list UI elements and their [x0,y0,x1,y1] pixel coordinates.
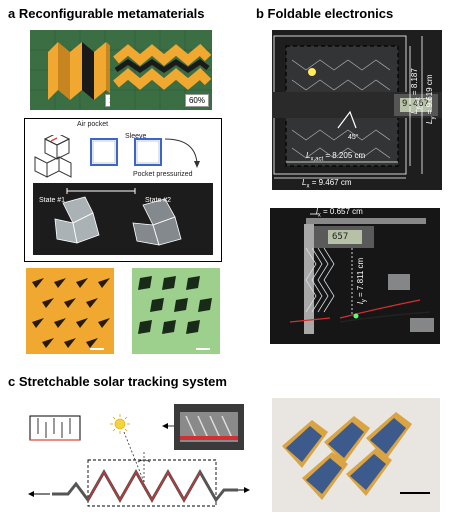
solar-tracking-schematic [24,400,250,510]
sleeve-label: Sleeve [125,133,147,140]
ly-act-symbol: L [410,109,419,114]
angle-label: 45° [348,134,359,141]
ly-small-value: = 7.811 cm [356,257,365,297]
green-kirigami-pattern [132,268,220,354]
lx-act-value: = 8.205 cm [325,151,366,160]
ly-sub: y [430,116,437,120]
caliper-reading-bottom: 657 [332,232,349,242]
ly-small-sub: y [361,299,368,303]
foldable-electronics-bottom-photo: 657 lx = 0.657 cm ly = 7.811 cm [270,208,440,344]
ly-label: Ly = 9.619 cm [425,75,437,125]
state-2-label: State #2 [145,197,172,204]
ly-small-symbol: l [356,302,365,304]
lx-small-sub: x [317,212,321,219]
solar-tracking-photo-illustration [272,398,440,512]
ly-symbol: L [425,119,434,124]
panel-c-heading-text: c Stretchable solar tracking system [8,374,227,389]
solar-tracking-photo [272,398,440,512]
translucent-cells-illustration [54,188,182,246]
panel-b-heading: b Foldable electronics [256,6,393,21]
caliper-reading-top: 9.467 [402,99,430,109]
lx-act-symbol: L [306,151,311,160]
solar-tracking-schematic-svg [28,404,250,507]
top-photo-illustration [272,30,442,190]
ly-small-label: ly = 7.811 cm [356,258,368,304]
bottom-photo-illustration [270,208,440,344]
lx-small-label: lx = 0.657 cm [316,208,363,219]
lx-value: = 9.467 cm [311,178,352,187]
lx-small-symbol: l [316,208,318,216]
panel-b-heading-text: b Foldable electronics [256,6,394,21]
states-photo: State #1 State #2 [33,183,213,255]
green-pattern-svg [138,276,212,350]
unit-cell-sketch [34,135,72,178]
actuation-diagram-box: Air pocket Sleeve Pocket pressurized Sta… [24,118,222,262]
ly-act-value: = 8.187 [410,68,419,96]
foldable-electronics-top-photo: 9.467 45° Lx,act = 8.205 cm Lx = 9.467 c… [272,30,442,190]
air-pocket-label: Air pocket [77,121,109,128]
lx-label: Lx = 9.467 cm [302,178,352,190]
orange-pattern-svg [32,278,110,350]
photo-stretched-60: 60% [110,30,212,110]
strain-label-60: 60% [184,94,209,107]
pocket-schematic [90,138,200,168]
lx-act-sub: x,act [310,156,324,163]
ly-value: = 9.619 cm [425,74,434,115]
state-1-label: State #1 [39,197,66,204]
lx-symbol: L [302,178,307,187]
ly-act-sub: y,act [415,97,422,110]
pocket-pressurized-label: Pocket pressurized [133,171,193,178]
panel-c-heading: c Stretchable solar tracking system [8,374,227,389]
panel-a-heading: a Reconfigurable metamaterials [8,6,205,21]
lx-sub: x [306,183,310,190]
lx-act-label: Lx,act = 8.205 cm [306,151,365,163]
orange-kirigami-pattern [26,268,114,354]
ly-act-label: Ly,act = 8.187 [410,68,422,114]
panel-a-heading-text: a Reconfigurable metamaterials [8,6,205,21]
lx-small-value: = 0.657 cm [323,208,363,216]
